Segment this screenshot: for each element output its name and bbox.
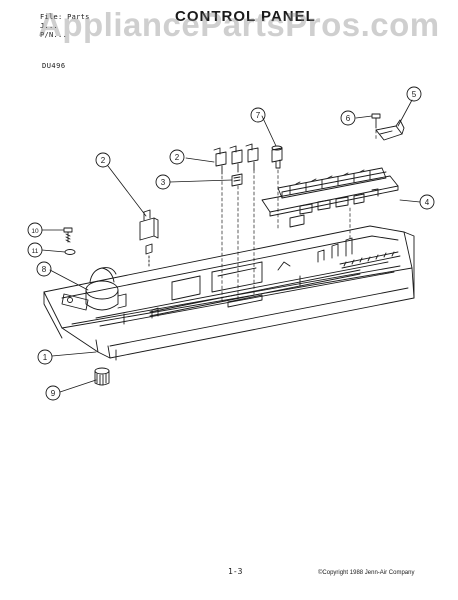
- callout-10-label: 10: [31, 228, 39, 235]
- page-number: 1-3: [228, 567, 243, 576]
- callout-2a-label: 2: [175, 153, 180, 162]
- wire-connector: [231, 173, 243, 187]
- callout-11-label: 11: [32, 248, 39, 255]
- control-circuit-board: [261, 167, 399, 228]
- callout-2b: 2: [95, 152, 111, 168]
- callout-8-label: 8: [42, 265, 47, 274]
- callout-3-label: 3: [161, 178, 166, 187]
- header-line-2: J...: [40, 22, 59, 30]
- callout-markers: 1 2 2 3 4 5 6: [27, 86, 435, 401]
- model-number: DU496: [42, 62, 66, 70]
- callout-7-label: 7: [256, 111, 261, 120]
- callout-5-label: 5: [412, 90, 417, 99]
- callout-leaders: [41, 99, 421, 393]
- assembly-guide-lines: [221, 129, 377, 301]
- callout-4-label: 4: [425, 198, 430, 207]
- callout-1: 1: [37, 349, 53, 365]
- callout-2a: 2: [169, 149, 185, 165]
- leveling-foot: [94, 367, 110, 386]
- timer-motor-assembly: [61, 267, 127, 311]
- control-knob: [271, 145, 283, 169]
- watermark-logo: AppliancePartsPros.com: [38, 6, 440, 43]
- mounting-bracket: [375, 119, 405, 141]
- copyright-notice: ©Copyright 1988 Jenn-Air Company: [318, 570, 415, 576]
- push-switch: [139, 209, 159, 267]
- header-line-3: P/N...: [40, 31, 68, 39]
- control-panel-housing: [43, 225, 415, 361]
- callout-5: 5: [406, 86, 422, 102]
- callout-11: 11: [27, 242, 43, 258]
- callout-1-label: 1: [43, 353, 48, 362]
- callout-6-label: 6: [346, 114, 351, 123]
- callout-6: 6: [340, 110, 356, 126]
- callout-4: 4: [419, 194, 435, 210]
- callout-9: 9: [45, 385, 61, 401]
- relay-group: [213, 143, 259, 175]
- page-title: CONTROL PANEL: [175, 8, 316, 25]
- header-file-line: File: Parts: [40, 13, 90, 21]
- callout-2b-label: 2: [101, 156, 106, 165]
- callout-3: 3: [155, 174, 171, 190]
- callout-9-label: 9: [51, 389, 56, 398]
- callout-7: 7: [250, 107, 266, 123]
- bracket-screw: [371, 113, 381, 129]
- callout-10: 10: [27, 222, 43, 238]
- screw-and-washer: [63, 227, 76, 255]
- callout-8: 8: [36, 261, 52, 277]
